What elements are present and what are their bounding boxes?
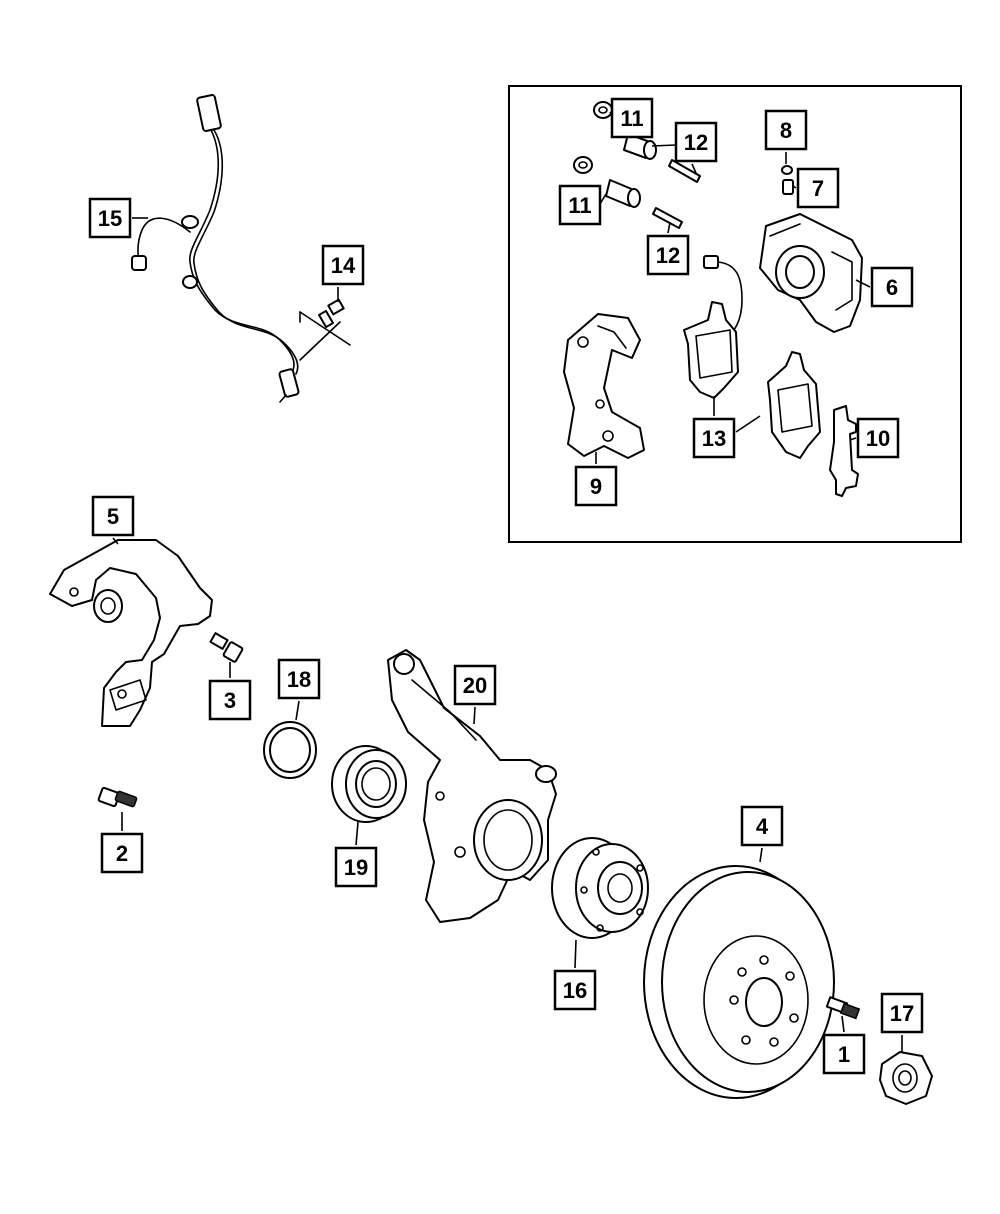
callout-number: 6 [886,275,898,300]
callout-box [870,266,914,308]
callout-number: 9 [590,474,602,499]
wheel-hub [551,837,649,939]
brake-splash-shield [49,539,213,727]
callout-19: 19 [334,846,378,888]
callout-number: 3 [224,688,236,713]
steering-knuckle [387,649,557,923]
callout-11: 11 [558,184,602,226]
callout-number: 11 [620,106,643,131]
guide-pin-lower [652,207,683,229]
anti-rattle-clip [829,405,859,497]
bleeder-screw [782,179,794,195]
callout-number: 16 [563,978,587,1003]
callout-14: 14 [321,244,365,286]
callout-number: 12 [684,130,708,155]
caliper-mounting-bracket [563,313,645,459]
callout-17: 17 [880,992,924,1034]
callout-box [321,244,365,286]
callout-3: 3 [208,679,252,721]
callout-number: 17 [890,1001,914,1026]
callout-box [453,664,497,706]
guide-sleeve-lower [605,179,641,208]
callout-number: 12 [656,243,680,268]
callout-8: 8 [764,109,808,151]
callout-box [88,197,132,239]
callout-box [646,234,690,276]
callout-4: 4 [740,805,784,847]
callout-11: 11 [610,97,654,139]
callout-15: 15 [88,197,132,239]
wheel-bearing [331,745,407,823]
callout-box [100,832,144,874]
brake-rotor [643,865,835,1099]
callout-12: 12 [646,234,690,276]
callout-number: 19 [344,855,368,880]
callout-2: 2 [100,832,144,874]
callout-box [334,846,378,888]
callout-number: 7 [812,176,824,201]
callout-box [880,992,924,1034]
callout-number: 15 [98,206,122,231]
sensor-bolt [299,298,351,361]
callout-number: 8 [780,118,792,143]
callout-1: 1 [822,1033,866,1075]
caliper-bushing-lower [573,156,593,174]
callout-number: 4 [756,814,769,839]
callout-9: 9 [574,465,618,507]
callout-7: 7 [796,167,840,209]
callout-12: 12 [674,121,718,163]
callout-box [610,97,654,139]
wheel-bolt [825,996,861,1020]
callout-box [692,417,736,459]
stud-bolt [97,786,138,808]
callout-box [558,184,602,226]
callout-10: 10 [856,417,900,459]
brake-pad-outer [767,351,821,459]
callout-box [553,969,597,1011]
callout-number: 13 [702,426,726,451]
bleeder-cap [781,165,793,175]
callout-number: 1 [838,1042,850,1067]
callout-13: 13 [692,417,736,459]
leader-lines [112,111,903,1052]
callout-box [277,658,321,700]
callout-16: 16 [553,969,597,1011]
callout-number: 11 [568,193,591,218]
callout-labels: 11 12 8 7 11 12 6 13 10 9 15 14 5 3 18 20 2 19 4 16 17 1 [88,97,924,1075]
callout-box [674,121,718,163]
callout-6: 6 [870,266,914,308]
callout-box [740,805,784,847]
brake-pad-inner [683,301,739,399]
callout-box [208,679,252,721]
callout-20: 20 [453,664,497,706]
callout-box [856,417,900,459]
callout-18: 18 [277,658,321,700]
callout-number: 14 [331,253,356,278]
abs-sensor-harness [131,94,300,403]
callout-box [822,1033,866,1075]
callout-number: 18 [287,667,311,692]
hub-nut [879,1051,933,1105]
callout-box [91,495,135,537]
callout-5: 5 [91,495,135,537]
callout-box [574,465,618,507]
snap-ring [263,721,317,779]
callout-box [796,167,840,209]
caliper-inset-frame [508,85,962,543]
callout-number: 5 [107,504,119,529]
guide-pin-upper [668,159,701,183]
callout-number: 2 [116,841,128,866]
caliper-bushing-upper [593,101,613,119]
brake-caliper [759,213,863,333]
callout-number: 10 [866,426,890,451]
callout-number: 20 [463,673,487,698]
shield-bolt [209,632,244,663]
callout-box [764,109,808,151]
